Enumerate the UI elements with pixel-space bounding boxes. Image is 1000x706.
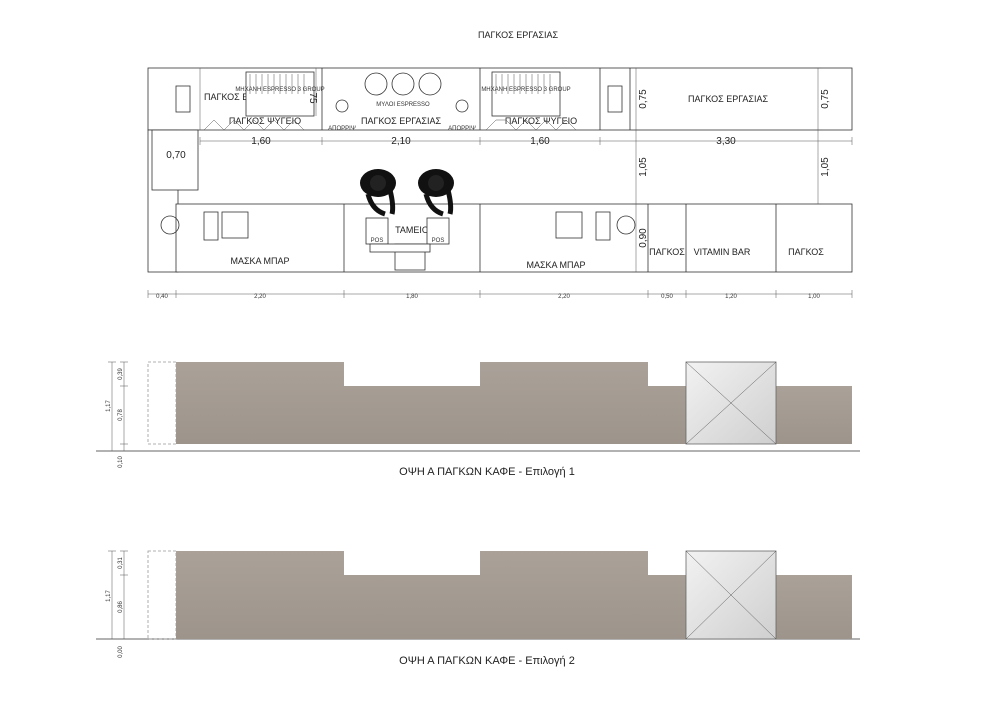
dim-bottom-2: 2,20 xyxy=(254,294,266,300)
dim-bottom-5: 0,50 xyxy=(661,294,673,300)
elevation-option-1: 1,17 0,78 0,39 0,10 ΟΨΗ Α ΠΑΓΚΩΝ ΚΑΦΕ - … xyxy=(96,361,860,478)
label-work-right: ΠΑΓΚΟΣ ΕΡΓΑΣΙΑΣ xyxy=(688,94,768,104)
label-work-middle: ΠΑΓΚΟΣ ΕΡΓΑΣΙΑΣ xyxy=(361,116,441,126)
dim-top-4: 3,30 xyxy=(716,136,736,147)
elev1-dashed-edge xyxy=(147,361,177,445)
dim-bottom-1: 0,40 xyxy=(156,294,168,300)
dim-vert-mid-2: 1,05 xyxy=(638,157,649,177)
dim-left-070: 0,70 xyxy=(166,150,186,161)
elev2-counter-body xyxy=(176,551,686,639)
label-fridge-left: ΠΑΓΚΟΣ ΨΥΓΕΙΟ xyxy=(229,116,301,126)
dim-bottom-6: 1,20 xyxy=(725,294,737,300)
elev2-dim-lower: 0,86 xyxy=(118,601,124,613)
elev2-counter-right xyxy=(776,575,852,639)
grinders: ΜΥΛΟΙ ESPRESSO ΑΠΟΡΡΙΨ ΑΠΟΡΡΙΨ xyxy=(328,72,476,132)
elev1-dim-base: 0,10 xyxy=(118,456,124,468)
grinder-label: ΜΥΛΟΙ ESPRESSO xyxy=(376,102,430,108)
espresso-machine-left: ΜΗΧΑΝΗ ESPRESSO 3 GROUP xyxy=(235,71,325,117)
dim-vert-right-2: 1,05 xyxy=(820,157,831,177)
elev1-counter-body xyxy=(176,362,686,444)
pos-terminals: POS POS xyxy=(365,217,450,271)
dim-vert-right-1: 0,75 xyxy=(820,89,831,109)
staff-figure-right xyxy=(418,169,454,217)
front-counter xyxy=(175,203,853,273)
dim-top-3: 1,60 xyxy=(530,136,550,147)
label-cashier: ΤΑΜΕΙΟ xyxy=(395,225,429,235)
left-cabinet xyxy=(151,129,199,191)
elev2-caption: ΟΨΗ Α ΠΑΓΚΩΝ ΚΑΦΕ - Επιλογή 2 xyxy=(399,655,575,667)
label-counter-a: ΠΑΓΚΟΣ xyxy=(649,247,685,257)
espresso-label-right: ΜΗΧΑΝΗ ESPRESSO 3 GROUP xyxy=(481,87,570,93)
elev2-dim-base: 0,00 xyxy=(118,646,124,658)
front-sink-right xyxy=(555,211,583,239)
back-equipment-left xyxy=(175,85,191,113)
elev1-vitamin-panel xyxy=(685,361,777,445)
label-mask-bar-left: ΜΑΣΚΑ ΜΠΑΡ xyxy=(230,256,289,266)
elev1-counter-right xyxy=(776,386,852,444)
floor-plan: ΠΑΓΚΟΣ ΕΡΓΑΣΙΑΣ 0,70 ΠΑΓΚΟΣ ΕΡΓΑΣΙΑΣ ΠΑΓ… xyxy=(147,30,853,300)
elev2-vitamin-panel xyxy=(685,550,777,640)
label-counter-b: ΠΑΓΚΟΣ xyxy=(788,247,824,257)
elevation-option-2: 1,17 0,86 0,31 0,00 ΟΨΗ Α ΠΑΓΚΩΝ ΚΑΦΕ - … xyxy=(96,550,860,667)
drain-label-right: ΑΠΟΡΡΙΨ xyxy=(448,126,476,132)
elev1-caption: ΟΨΗ Α ΠΑΓΚΩΝ ΚΑΦΕ - Επιλογή 1 xyxy=(399,466,575,478)
dim-top-1: 1,60 xyxy=(251,136,271,147)
front-sink-left xyxy=(221,211,249,239)
dim-bottom-4: 2,20 xyxy=(558,294,570,300)
dim-bottom-7: 1,00 xyxy=(808,294,820,300)
dim-top-2: 2,10 xyxy=(391,136,411,147)
label-vitamin-bar: VITAMIN BAR xyxy=(694,247,751,257)
dim-vert-mid-1: 0,75 xyxy=(638,89,649,109)
espresso-machine-right: ΜΗΧΑΝΗ ESPRESSO 3 GROUP xyxy=(481,71,571,117)
front-equipment-left xyxy=(203,211,219,241)
elev1-dim-upper: 0,39 xyxy=(118,368,124,380)
back-equipment-right xyxy=(607,85,623,113)
elev1-dim-total: 1,17 xyxy=(106,400,112,412)
trash-right xyxy=(616,215,636,235)
espresso-label-left: ΜΗΧΑΝΗ ESPRESSO 3 GROUP xyxy=(235,87,324,93)
front-equipment-right xyxy=(595,211,611,241)
pos-left-label: POS xyxy=(371,238,384,244)
pos-right-label: POS xyxy=(432,238,445,244)
label-fridge-right: ΠΑΓΚΟΣ ΨΥΓΕΙΟ xyxy=(505,116,577,126)
label-mask-bar-right: ΜΑΣΚΑ ΜΠΑΡ xyxy=(526,260,585,270)
elev2-dim-upper: 0,31 xyxy=(118,557,124,569)
elev2-dashed-edge xyxy=(147,550,177,640)
elev2-dim-total: 1,17 xyxy=(106,590,112,602)
dim-vert-mid-3: 0,90 xyxy=(638,228,649,248)
trash-left xyxy=(160,215,180,235)
dim-vert-left: 75 xyxy=(307,92,318,104)
label-top-left-counter: ΠΑΓΚΟΣ ΕΡΓΑΣΙΑΣ xyxy=(204,92,284,102)
dim-bottom-3: 1,80 xyxy=(406,294,418,300)
elev1-dim-lower: 0,78 xyxy=(118,409,124,421)
plan-title: ΠΑΓΚΟΣ ΕΡΓΑΣΙΑΣ xyxy=(478,30,558,40)
staff-figure-left xyxy=(360,169,396,217)
drain-label-left: ΑΠΟΡΡΙΨ xyxy=(328,126,356,132)
